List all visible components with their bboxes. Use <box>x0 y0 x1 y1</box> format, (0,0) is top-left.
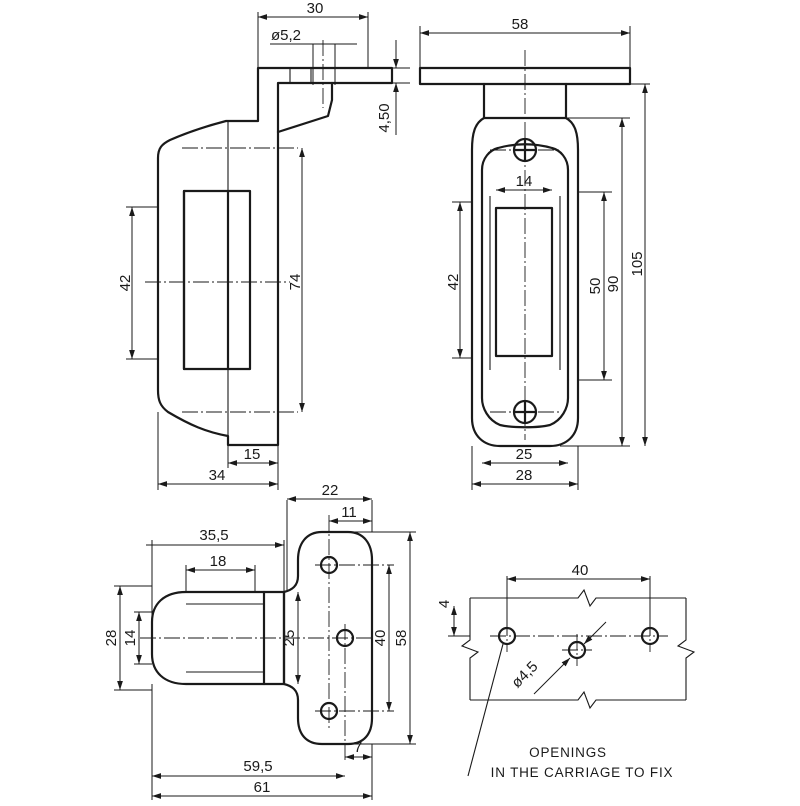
carriage-note-leader <box>467 643 504 777</box>
plan-body-inner <box>186 603 264 673</box>
front-dim-line-hole <box>270 43 357 85</box>
carriage-dim-4: 4 <box>436 600 453 608</box>
front-window-lines <box>182 189 230 371</box>
front-ext-30 <box>257 12 369 68</box>
front-dim-30: 30 <box>307 0 324 17</box>
carriage-dim-line-hole-a <box>533 657 571 695</box>
carriage-dim-line-hole-b <box>583 621 607 645</box>
plan-dim-25: 25 <box>281 630 298 647</box>
carriage-note-line2: IN THE CARRIAGE TO FIX <box>491 765 674 780</box>
plan-dim-28: 28 <box>103 630 120 647</box>
front-window <box>182 189 252 371</box>
plan-hole-centers <box>315 564 394 712</box>
side-view: 58 14 42 50 90 105 25 28 <box>418 16 650 490</box>
plan-dim-355: 35,5 <box>199 527 228 544</box>
carriage-left-break <box>460 598 480 700</box>
front-dim-450: 4,50 <box>376 103 393 132</box>
carriage-ext-40 <box>506 576 651 636</box>
plan-dim-595: 59,5 <box>243 758 272 775</box>
carriage-top-edge <box>470 588 686 608</box>
side-slot-edges <box>489 196 561 370</box>
plan-ext-22 <box>286 500 373 590</box>
front-dim-42: 42 <box>117 275 134 292</box>
front-tab-edges <box>289 68 312 83</box>
plan-dim-18: 18 <box>210 553 227 570</box>
side-dim-58: 58 <box>512 16 529 33</box>
carriage-dim-hole: ø4,5 <box>508 658 541 691</box>
side-slot <box>494 206 554 358</box>
plan-dim-61: 61 <box>254 779 271 796</box>
plan-ext-355 <box>151 540 285 640</box>
front-ext-450 <box>392 67 410 84</box>
side-inner-body <box>480 143 570 429</box>
carriage-detail: 40 4 ø4,5 OPENINGS IN THE CARRIAGE TO FI… <box>436 562 696 780</box>
front-dim-15: 15 <box>244 446 261 463</box>
plan-dim-40: 40 <box>372 630 389 647</box>
front-center-lines <box>145 147 298 413</box>
front-dim-hole: ø5,2 <box>271 27 301 44</box>
carriage-bottom-edge <box>470 690 686 710</box>
side-dim-25: 25 <box>516 446 533 463</box>
plan-dim-22: 22 <box>322 482 339 499</box>
carriage-right-break <box>676 598 696 700</box>
front-view: 30 ø5,2 4,50 42 74 15 34 <box>117 0 410 490</box>
side-screw-centers <box>490 149 560 413</box>
front-strut <box>276 81 334 134</box>
carriage-dim-40: 40 <box>572 562 589 579</box>
side-dim-90: 90 <box>605 276 622 293</box>
front-dim-74: 74 <box>287 274 304 291</box>
front-ext-34 <box>157 412 279 490</box>
side-dim-42: 42 <box>445 274 462 291</box>
side-outer-body <box>470 116 580 448</box>
plan-view: 22 11 35,5 18 28 14 25 40 58 7 <box>103 482 416 800</box>
side-ext-90 <box>560 117 630 447</box>
side-dim-50: 50 <box>587 278 604 295</box>
side-dim-105: 105 <box>629 251 646 276</box>
plan-plate <box>282 530 374 746</box>
plan-body <box>150 590 286 686</box>
plan-dim-58: 58 <box>393 630 410 647</box>
plan-vertical-centers <box>328 515 346 762</box>
plan-dim-14: 14 <box>122 630 139 647</box>
plan-dim-7: 7 <box>354 739 362 756</box>
front-view-outline <box>156 66 394 447</box>
side-neck <box>482 82 568 120</box>
carriage-note-line1: OPENINGS <box>529 745 607 760</box>
plan-dim-11: 11 <box>341 504 357 521</box>
plan-ext-58 <box>348 531 416 745</box>
front-dim-34: 34 <box>209 467 226 484</box>
side-dim-28: 28 <box>516 467 533 484</box>
side-dim-14: 14 <box>516 173 533 190</box>
